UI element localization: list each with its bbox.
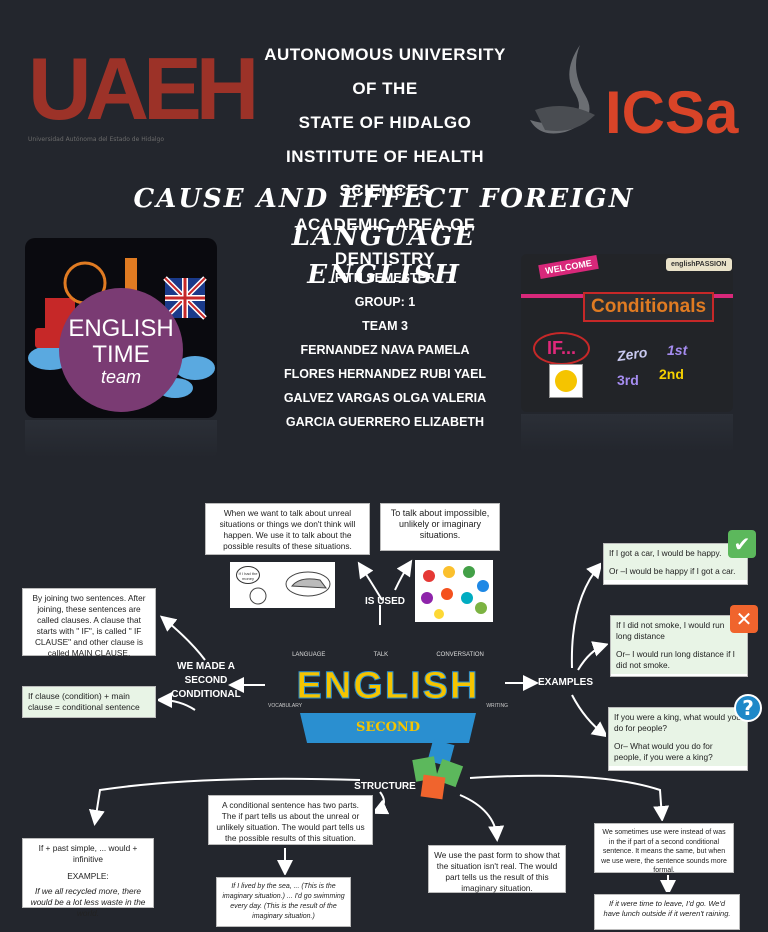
- center-tags-bottom: VOCABULARY WRITING: [268, 703, 508, 713]
- structure-box-sea-example: If I lived by the sea, ... (This is the …: [214, 875, 353, 929]
- made-box-joining: By joining two sentences. After joining,…: [20, 586, 158, 658]
- uaeh-logo-letters: UAEH: [28, 39, 259, 138]
- if-label: IF...: [533, 332, 591, 365]
- third-label: 3rd: [617, 372, 639, 388]
- structure-1-formula: If + past simple, ... would + infinitive: [38, 843, 138, 864]
- smiley-card: [549, 364, 583, 398]
- page-title: CAUSE AND EFFECT FOREIGN LANGUAGE ENGLIS…: [60, 180, 708, 294]
- english-time-line-3: team: [100, 367, 142, 387]
- team-member-3: Galvez Vargas Olga Valeria: [283, 391, 487, 405]
- example-2-line-b: Or– I would run long distance if I did n…: [611, 646, 747, 674]
- tag-language: LANGUAGE: [292, 652, 326, 658]
- example-box-smoke: If I did not smoke, I would run long dis…: [608, 613, 750, 679]
- is-used-label: IS USED: [364, 596, 405, 607]
- english-time-line-2: TIME: [92, 341, 150, 368]
- example-1-line-b: Or –I would be happy if I got a car.: [604, 563, 747, 580]
- team-member-2: Flores Hernandez Rubi Yael: [283, 367, 487, 381]
- structure-box-were: We sometimes use were instead of was in …: [592, 821, 736, 875]
- header-line-1: Autonomous university of the: [264, 45, 506, 98]
- structure-1-example-label: EXAMPLE:: [67, 871, 109, 881]
- header-line-4: Academic area of dentistry: [295, 215, 475, 268]
- uaeh-logo: UAEH Universidad Autónoma del Estado de …: [28, 39, 259, 149]
- icsa-swan-icon: [530, 45, 595, 134]
- we-made-label: WE MADE A SECOND CONDITIONAL: [171, 661, 241, 700]
- smiley-icon: [555, 370, 577, 392]
- used-box-impossible: To talk about impossible, unlikely or im…: [378, 501, 502, 553]
- icsa-logo-text: ICSa: [605, 79, 739, 146]
- structure-1-example-text: If we all recycled more, there would be …: [30, 886, 146, 918]
- examples-label: EXAMPLES: [538, 677, 594, 688]
- icsa-logo: ICSa: [525, 40, 755, 150]
- zero-label: Zero: [616, 343, 649, 365]
- tag-talk: TALK: [373, 652, 389, 658]
- team-info: Fith semester Group: 1 Team 3 Fernandez …: [250, 266, 520, 434]
- tag-vocabulary: VOCABULARY: [268, 703, 303, 709]
- used-box-unreal: When we want to talk about unreal situat…: [203, 501, 372, 557]
- example-3-line-a: If you were a king, what would you do fo…: [609, 708, 747, 738]
- cartoon-car-icon: [249, 571, 331, 605]
- header-line-2: state of hidalgo: [298, 113, 472, 132]
- english-center-word: ENGLISH: [296, 665, 480, 708]
- english-center-graphic: LANGUAGE TALK CONVERSATION ENGLISH VOCAB…: [268, 645, 508, 750]
- second-label: 2nd: [659, 366, 684, 382]
- title-line-1: CAUSE AND EFFECT FOREIGN LANGUAGE: [133, 184, 635, 252]
- conditionals-heading: Conditionals: [583, 292, 715, 322]
- tag-writing: WRITING: [486, 703, 508, 709]
- team-number: Team 3: [362, 319, 408, 333]
- left-image-reflection: [25, 420, 217, 458]
- team-member-4: Garcia Guerrero Elizabeth: [285, 415, 485, 429]
- structure-box-leave-example: If it were time to leave, I'd go. We'd h…: [592, 892, 742, 932]
- english-time-label: ENGLISH TIME team: [59, 315, 183, 387]
- example-box-king: If you were a king, what would you do fo…: [606, 705, 750, 773]
- team-group: Group: 1: [354, 295, 416, 309]
- english-time-line-1: ENGLISH: [68, 315, 174, 342]
- structure-box-past-form: We use the past form to show that the si…: [426, 843, 568, 895]
- structure-box-two-parts: A conditional sentence has two parts. Th…: [206, 793, 375, 847]
- example-3-line-b: Or– What would you do for people, if you…: [609, 738, 747, 766]
- tag-conversation: CONVERSATION: [436, 652, 484, 658]
- brand-tag: englishPASSION: [666, 258, 732, 271]
- team-member-1: Fernandez Nava Pamela: [300, 343, 470, 357]
- example-box-car: If I got a car, I would be happy. Or –I …: [601, 541, 750, 587]
- lightbulbs-image: [413, 558, 495, 624]
- institution-header: Autonomous university of the state of hi…: [250, 38, 520, 276]
- right-image-reflection: [521, 414, 733, 452]
- cross-icon: ✕: [730, 605, 758, 633]
- lightbulbs-icon: [421, 566, 489, 619]
- english-time-image: ENGLISH TIME team: [25, 238, 217, 418]
- welcome-tag: WELCOME: [538, 254, 599, 280]
- example-2-line-a: If I did not smoke, I would run long dis…: [611, 616, 747, 646]
- question-icon: ?: [734, 694, 762, 722]
- first-label: 1st: [667, 342, 688, 358]
- structure-box-formula: If + past simple, ... would + infinitive…: [20, 836, 156, 918]
- thinking-cartoon: If I had the money: [228, 560, 337, 610]
- made-box-formula: If clause (condition) + main clause = co…: [20, 684, 158, 720]
- conditionals-image: WELCOME englishPASSION Conditionals IF..…: [521, 254, 733, 412]
- center-tags: LANGUAGE TALK CONVERSATION: [268, 645, 508, 665]
- uaeh-logo-subtitle: Universidad Autónoma del Estado de Hidal…: [28, 136, 165, 143]
- cartoon-thought-bubble: If I had the money: [236, 566, 260, 584]
- london-skyline-icon: [28, 258, 215, 412]
- team-semester: Fith semester: [334, 271, 435, 285]
- second-conditional-banner: SECOND CONDITIONAL: [300, 713, 476, 743]
- example-1-line-a: If I got a car, I would be happy.: [604, 544, 747, 563]
- title-line-2: ENGLISH: [307, 260, 461, 290]
- structure-label: STRUCTURE: [354, 781, 416, 792]
- check-icon: ✔: [728, 530, 756, 558]
- header-line-3: Institute of health sciences: [285, 147, 485, 200]
